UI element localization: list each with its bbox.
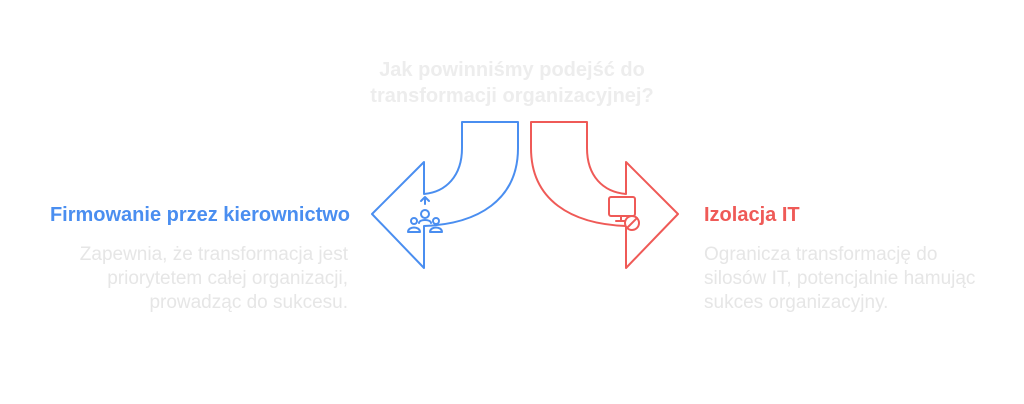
left-option-title: Firmowanie przez kierownictwo (49, 204, 350, 226)
leadership-team-icon (407, 196, 443, 233)
computer-blocked-icon (608, 196, 640, 231)
right-option-description: Ogranicza transformację do silosów IT, p… (704, 244, 976, 313)
left-arrow (371, 121, 519, 269)
right-arrow (530, 121, 679, 269)
question-line-1: Jak powinniśmy podejść do (379, 59, 645, 81)
question-line-2: transformacji organizacyjnej? (370, 85, 654, 107)
diagram-question: Jak powinniśmy podejść do transformacji … (362, 57, 662, 109)
left-option-description: Zapewnia, że transformacja jest prioryte… (79, 244, 348, 313)
right-option-title: Izolacja IT (704, 204, 800, 226)
